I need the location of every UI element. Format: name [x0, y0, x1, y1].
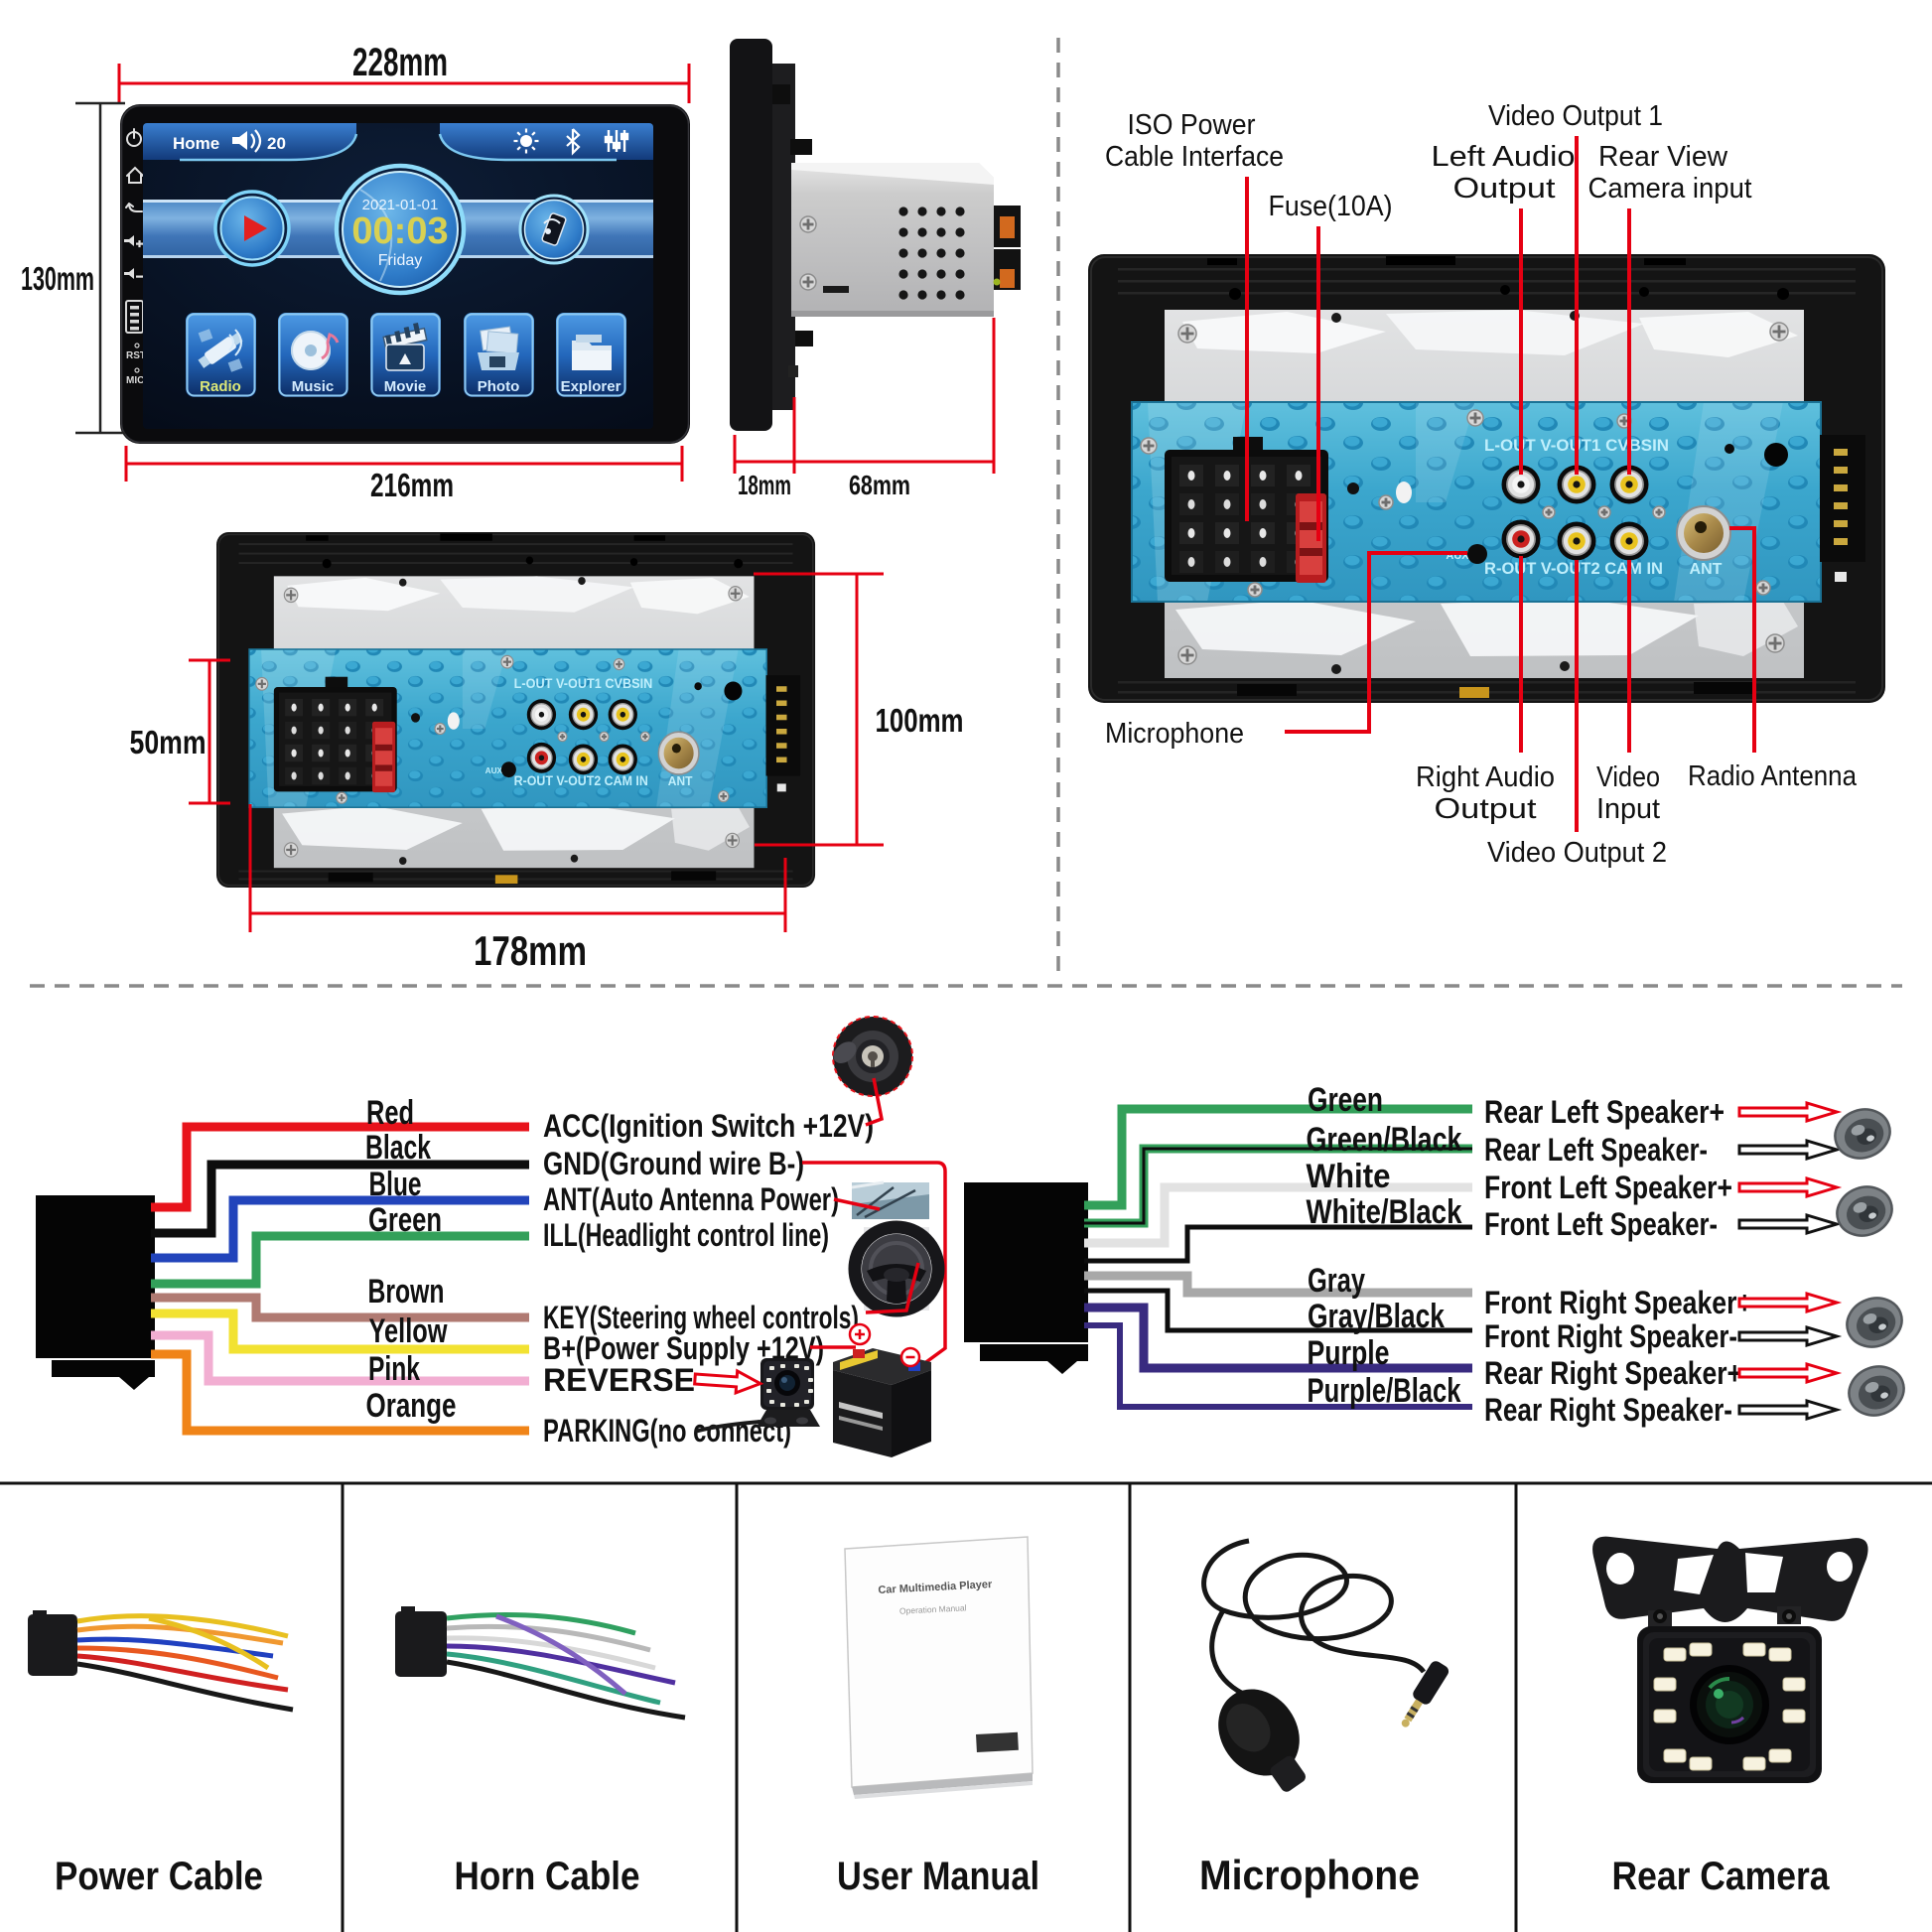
svg-text:Cable Interface: Cable Interface — [1105, 141, 1284, 173]
svg-text:MIC: MIC — [126, 375, 144, 386]
svg-text:Front Right Speaker+: Front Right Speaker+ — [1484, 1285, 1752, 1320]
svg-text:178mm: 178mm — [474, 927, 587, 974]
svg-text:18mm: 18mm — [738, 470, 791, 500]
svg-text:Red: Red — [366, 1094, 414, 1132]
svg-text:Radio Antenna: Radio Antenna — [1688, 760, 1858, 792]
svg-text:KEY(Steering wheel controls): KEY(Steering wheel controls) — [543, 1300, 859, 1335]
svg-text:216mm: 216mm — [370, 467, 454, 503]
svg-text:Rear Right Speaker+: Rear Right Speaker+ — [1484, 1355, 1742, 1391]
svg-text:GND(Ground wire B-): GND(Ground wire B-) — [543, 1146, 804, 1181]
svg-text:Rear Camera: Rear Camera — [1612, 1855, 1831, 1898]
svg-text:ANT(Auto Antenna Power): ANT(Auto Antenna Power) — [543, 1181, 839, 1217]
svg-text:Yellow: Yellow — [369, 1312, 448, 1350]
svg-text:Radio: Radio — [200, 378, 241, 395]
svg-text:Front Right Speaker-: Front Right Speaker- — [1484, 1318, 1737, 1354]
svg-text:Music: Music — [292, 378, 335, 395]
svg-text:Video Output 1: Video Output 1 — [1488, 100, 1663, 132]
svg-text:130mm: 130mm — [21, 260, 94, 297]
svg-text:Front Left Speaker+: Front Left Speaker+ — [1484, 1170, 1732, 1205]
svg-text:Friday: Friday — [378, 252, 422, 269]
svg-text:Camera input: Camera input — [1588, 173, 1752, 205]
svg-text:Movie: Movie — [384, 378, 427, 395]
svg-text:REVERSE: REVERSE — [543, 1362, 695, 1398]
svg-text:Home: Home — [173, 134, 219, 153]
svg-text:Video Output 2: Video Output 2 — [1487, 837, 1667, 869]
svg-text:2021-01-01: 2021-01-01 — [362, 197, 439, 213]
svg-text:Gray/Black: Gray/Black — [1308, 1298, 1445, 1335]
svg-text:50mm: 50mm — [130, 724, 207, 760]
svg-text:RST: RST — [126, 350, 146, 361]
svg-text:100mm: 100mm — [876, 702, 964, 739]
svg-text:228mm: 228mm — [352, 41, 448, 84]
svg-text:Rear Left Speaker-: Rear Left Speaker- — [1484, 1132, 1708, 1168]
svg-text:Photo: Photo — [478, 378, 520, 395]
svg-text:White: White — [1307, 1158, 1391, 1195]
svg-text:Purple: Purple — [1308, 1334, 1390, 1372]
svg-text:Green/Black: Green/Black — [1307, 1121, 1462, 1159]
svg-text:User Manual: User Manual — [837, 1855, 1039, 1898]
svg-text:ILL(Headlight control line): ILL(Headlight control line) — [543, 1217, 829, 1253]
svg-text:Rear Left Speaker+: Rear Left Speaker+ — [1484, 1094, 1725, 1130]
svg-text:Power Cable: Power Cable — [55, 1855, 263, 1898]
svg-text:00:03: 00:03 — [351, 210, 448, 252]
svg-text:Horn Cable: Horn Cable — [455, 1855, 640, 1898]
svg-text:Right Audio: Right Audio — [1416, 761, 1555, 793]
svg-text:Operation Manual: Operation Manual — [899, 1602, 967, 1616]
svg-text:Green: Green — [368, 1201, 442, 1239]
svg-text:Fuse(10A): Fuse(10A) — [1269, 191, 1393, 222]
svg-text:Brown: Brown — [368, 1273, 445, 1311]
svg-text:PARKING(no connect): PARKING(no connect) — [543, 1413, 791, 1449]
svg-text:Explorer: Explorer — [561, 378, 621, 395]
svg-text:Video: Video — [1596, 761, 1660, 793]
svg-text:ISO Power: ISO Power — [1128, 109, 1256, 141]
svg-text:Output: Output — [1453, 173, 1556, 205]
svg-text:Front Left Speaker-: Front Left Speaker- — [1484, 1206, 1718, 1242]
svg-text:Green: Green — [1308, 1081, 1383, 1119]
svg-text:ACC(Ignition Switch +12V): ACC(Ignition Switch +12V) — [543, 1108, 874, 1144]
svg-text:Rear View: Rear View — [1598, 141, 1728, 173]
svg-text:Gray: Gray — [1308, 1262, 1365, 1300]
svg-text:Black: Black — [365, 1129, 431, 1167]
svg-text:Purple/Black: Purple/Black — [1308, 1372, 1461, 1410]
svg-text:Blue: Blue — [369, 1166, 422, 1203]
svg-text:68mm: 68mm — [849, 470, 910, 500]
svg-text:Microphone: Microphone — [1199, 1852, 1420, 1898]
svg-text:20: 20 — [267, 134, 286, 153]
svg-text:Rear Right Speaker-: Rear Right Speaker- — [1484, 1392, 1732, 1428]
svg-text:Microphone: Microphone — [1105, 718, 1244, 750]
svg-text:Orange: Orange — [366, 1387, 457, 1425]
svg-text:Input: Input — [1596, 793, 1660, 825]
svg-text:Left Audio: Left Audio — [1432, 141, 1576, 173]
svg-text:Pink: Pink — [368, 1350, 420, 1388]
svg-text:Output: Output — [1435, 793, 1537, 825]
svg-text:White/Black: White/Black — [1307, 1193, 1462, 1231]
